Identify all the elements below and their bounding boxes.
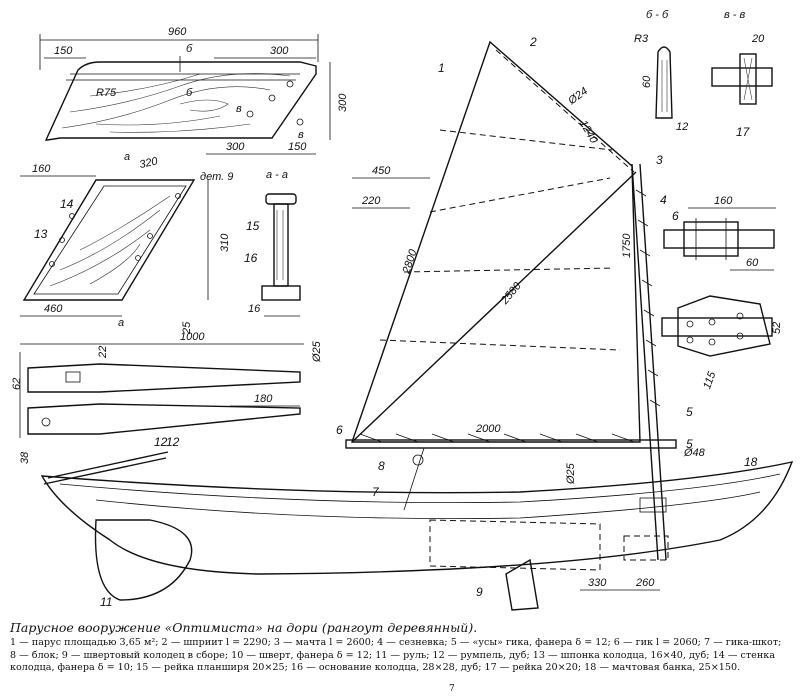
dim-48-dia: Ø48 — [683, 447, 706, 459]
dim-12: 12 — [676, 121, 688, 133]
section-v-v: в - в 20 17 — [711, 9, 773, 139]
part-number-5: 5 — [686, 405, 693, 419]
part-number-1: 1 — [438, 61, 445, 75]
section-a-a: а - а 15 16 16 — [244, 169, 301, 317]
dim-60: 60 — [641, 75, 653, 88]
dim-20: 20 — [751, 33, 765, 45]
detail-mast-tack: 6 160 60 52 115 — [661, 195, 783, 391]
part-number-3: 3 — [656, 153, 663, 167]
centreboard — [505, 558, 539, 611]
dim-180: 180 — [254, 393, 273, 405]
detail-centreboard-case: 160 320 дет. 9 а 14 13 310 460 а 25 — [20, 151, 233, 335]
part-number-6-detail: 6 — [672, 209, 679, 223]
caption-title: Парусное вооружение «Оптимиста» на дори … — [10, 620, 478, 635]
dim-150-bottom: 150 — [288, 141, 307, 153]
sail-rig-drawing: 960 150 300 R75 б б в в 300 300 150 160 … — [11, 9, 794, 611]
label-det9: дет. 9 — [200, 171, 233, 183]
sail-outline — [351, 40, 641, 443]
caption-legend: 1 — парус площадью 3,65 м²; 2 — шприит l… — [10, 637, 782, 674]
section-v-mark: в — [236, 103, 242, 115]
section-b-mark: б — [186, 43, 193, 55]
dim-450: 450 — [372, 165, 391, 177]
dim-115: 115 — [701, 369, 719, 390]
dim-r3: R3 — [634, 33, 649, 45]
dim-960: 960 — [168, 26, 187, 38]
sail-rig: 450 220 2800 2580 Ø24 1240 1750 2000 Ø25… — [336, 35, 706, 561]
rudder — [94, 519, 193, 601]
dim-r75: R75 — [96, 87, 117, 99]
part-number-5-b: 5 — [686, 437, 693, 451]
dim-16: 16 — [248, 303, 261, 315]
sprit — [351, 171, 637, 443]
section-a-mark-2: а — [118, 317, 124, 329]
dim-300-vertical: 300 — [337, 93, 349, 112]
part-number-18: 18 — [744, 455, 758, 469]
dim-300: 300 — [270, 45, 289, 57]
tiller — [47, 451, 169, 479]
label-v-v: в - в — [724, 9, 746, 21]
detail-boom-jaws: 960 150 300 R75 б б в в 300 300 150 — [39, 26, 349, 155]
dim-300-bottom: 300 — [226, 141, 245, 153]
dim-22: 22 — [97, 346, 109, 359]
part-number-11: 11 — [100, 595, 112, 609]
dim-260: 260 — [635, 577, 655, 589]
dim-330: 330 — [588, 577, 607, 589]
dim-460: 460 — [44, 303, 63, 315]
dim-220: 220 — [361, 195, 381, 207]
part-number-4: 4 — [660, 193, 667, 207]
boom-jaws-outline — [44, 61, 317, 141]
figure-caption: Парусное вооружение «Оптимиста» на дори … — [10, 620, 790, 675]
case-wall-outline — [22, 179, 196, 301]
dim-25: 25 — [181, 321, 193, 335]
page-number: 7 — [449, 684, 455, 694]
hull-outline — [40, 461, 794, 575]
part-number-12: 12 — [154, 435, 168, 449]
dim-2000: 2000 — [475, 423, 501, 435]
dim-160-detail: 160 — [714, 195, 733, 207]
part-number-15: 15 — [246, 219, 260, 233]
part-number-8: 8 — [378, 459, 385, 473]
section-a-mark: а — [124, 151, 130, 163]
label-a-a: а - а — [266, 169, 288, 181]
part-number-2: 2 — [529, 35, 537, 49]
part-number-12-detail: 12 — [166, 435, 180, 449]
detail-tiller: 1000 22 Ø25 62 180 12 — [11, 331, 323, 449]
hull: 330 260 38 9 10 11 18 12 5 — [19, 435, 794, 611]
dim-320: 320 — [138, 155, 159, 171]
mast — [631, 163, 659, 561]
label-b-b: б - б — [646, 9, 669, 21]
dim-25-dia-2: Ø25 — [565, 462, 577, 485]
dim-24-dia: Ø24 — [565, 85, 590, 108]
part-number-16: 16 — [244, 251, 258, 265]
boom — [345, 439, 677, 449]
part-number-17: 17 — [736, 125, 751, 139]
dim-160: 160 — [32, 163, 51, 175]
dim-25-dia: Ø25 — [311, 340, 323, 363]
section-b-b: б - б R3 60 12 — [634, 9, 688, 133]
dim-310: 310 — [219, 233, 231, 252]
dim-52: 52 — [771, 322, 783, 334]
dim-150: 150 — [54, 45, 73, 57]
dim-2580: 2580 — [498, 280, 524, 308]
part-number-13: 13 — [34, 227, 48, 241]
part-number-6: 6 — [336, 423, 343, 437]
dim-60-detail: 60 — [746, 257, 759, 269]
dim-1750: 1750 — [621, 233, 633, 258]
part-number-14: 14 — [60, 197, 74, 211]
section-v-mark-2: в — [298, 129, 304, 141]
part-number-9: 9 — [476, 585, 483, 599]
dim-38: 38 — [19, 451, 31, 464]
dim-1000: 1000 — [180, 331, 205, 343]
dim-1240: 1240 — [577, 118, 600, 146]
section-b-mark-2: б — [186, 87, 193, 99]
dim-62: 62 — [11, 378, 23, 390]
